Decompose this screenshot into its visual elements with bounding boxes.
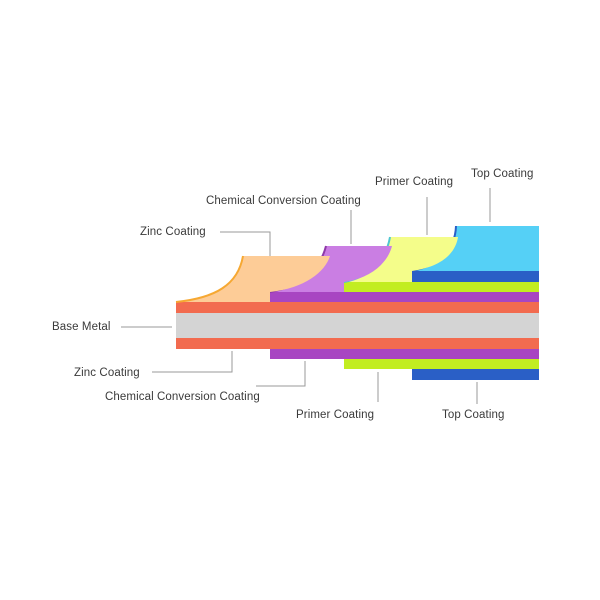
top-coating-flap [412,226,539,271]
primer-coating-upper-band [344,282,539,292]
label-chemical-conversion-upper: Chemical Conversion Coating [206,195,361,207]
leader-chemical-lower [256,361,306,387]
label-zinc-coating-lower: Zinc Coating [74,367,140,379]
label-zinc-coating-upper: Zinc Coating [140,226,206,238]
label-top-coating-upper: Top Coating [471,168,534,180]
zinc-coating-upper-band [176,302,539,313]
chemical-conversion-upper-band [270,292,539,302]
top-coating-lower-band [412,369,539,380]
label-base-metal: Base Metal [52,321,111,333]
top-coating-upper-band [412,271,539,282]
zinc-coating-flap-edge [175,255,244,303]
label-primer-coating-lower: Primer Coating [296,409,375,421]
base-metal-band [176,313,539,338]
chemical-conversion-flap [270,246,392,292]
leader-zinc-upper [220,231,271,256]
leader-zinc-lower [152,351,233,373]
zinc-coating-flap [176,256,330,302]
leader-lines [121,188,491,404]
label-primer-coating-upper: Primer Coating [375,176,454,188]
zinc-coating-lower-band [176,338,539,349]
primer-coating-lower-band [344,359,539,369]
chemical-conversion-lower-band [270,349,539,359]
label-chemical-conversion-lower: Chemical Conversion Coating [105,391,260,403]
label-top-coating-lower: Top Coating [442,409,505,421]
